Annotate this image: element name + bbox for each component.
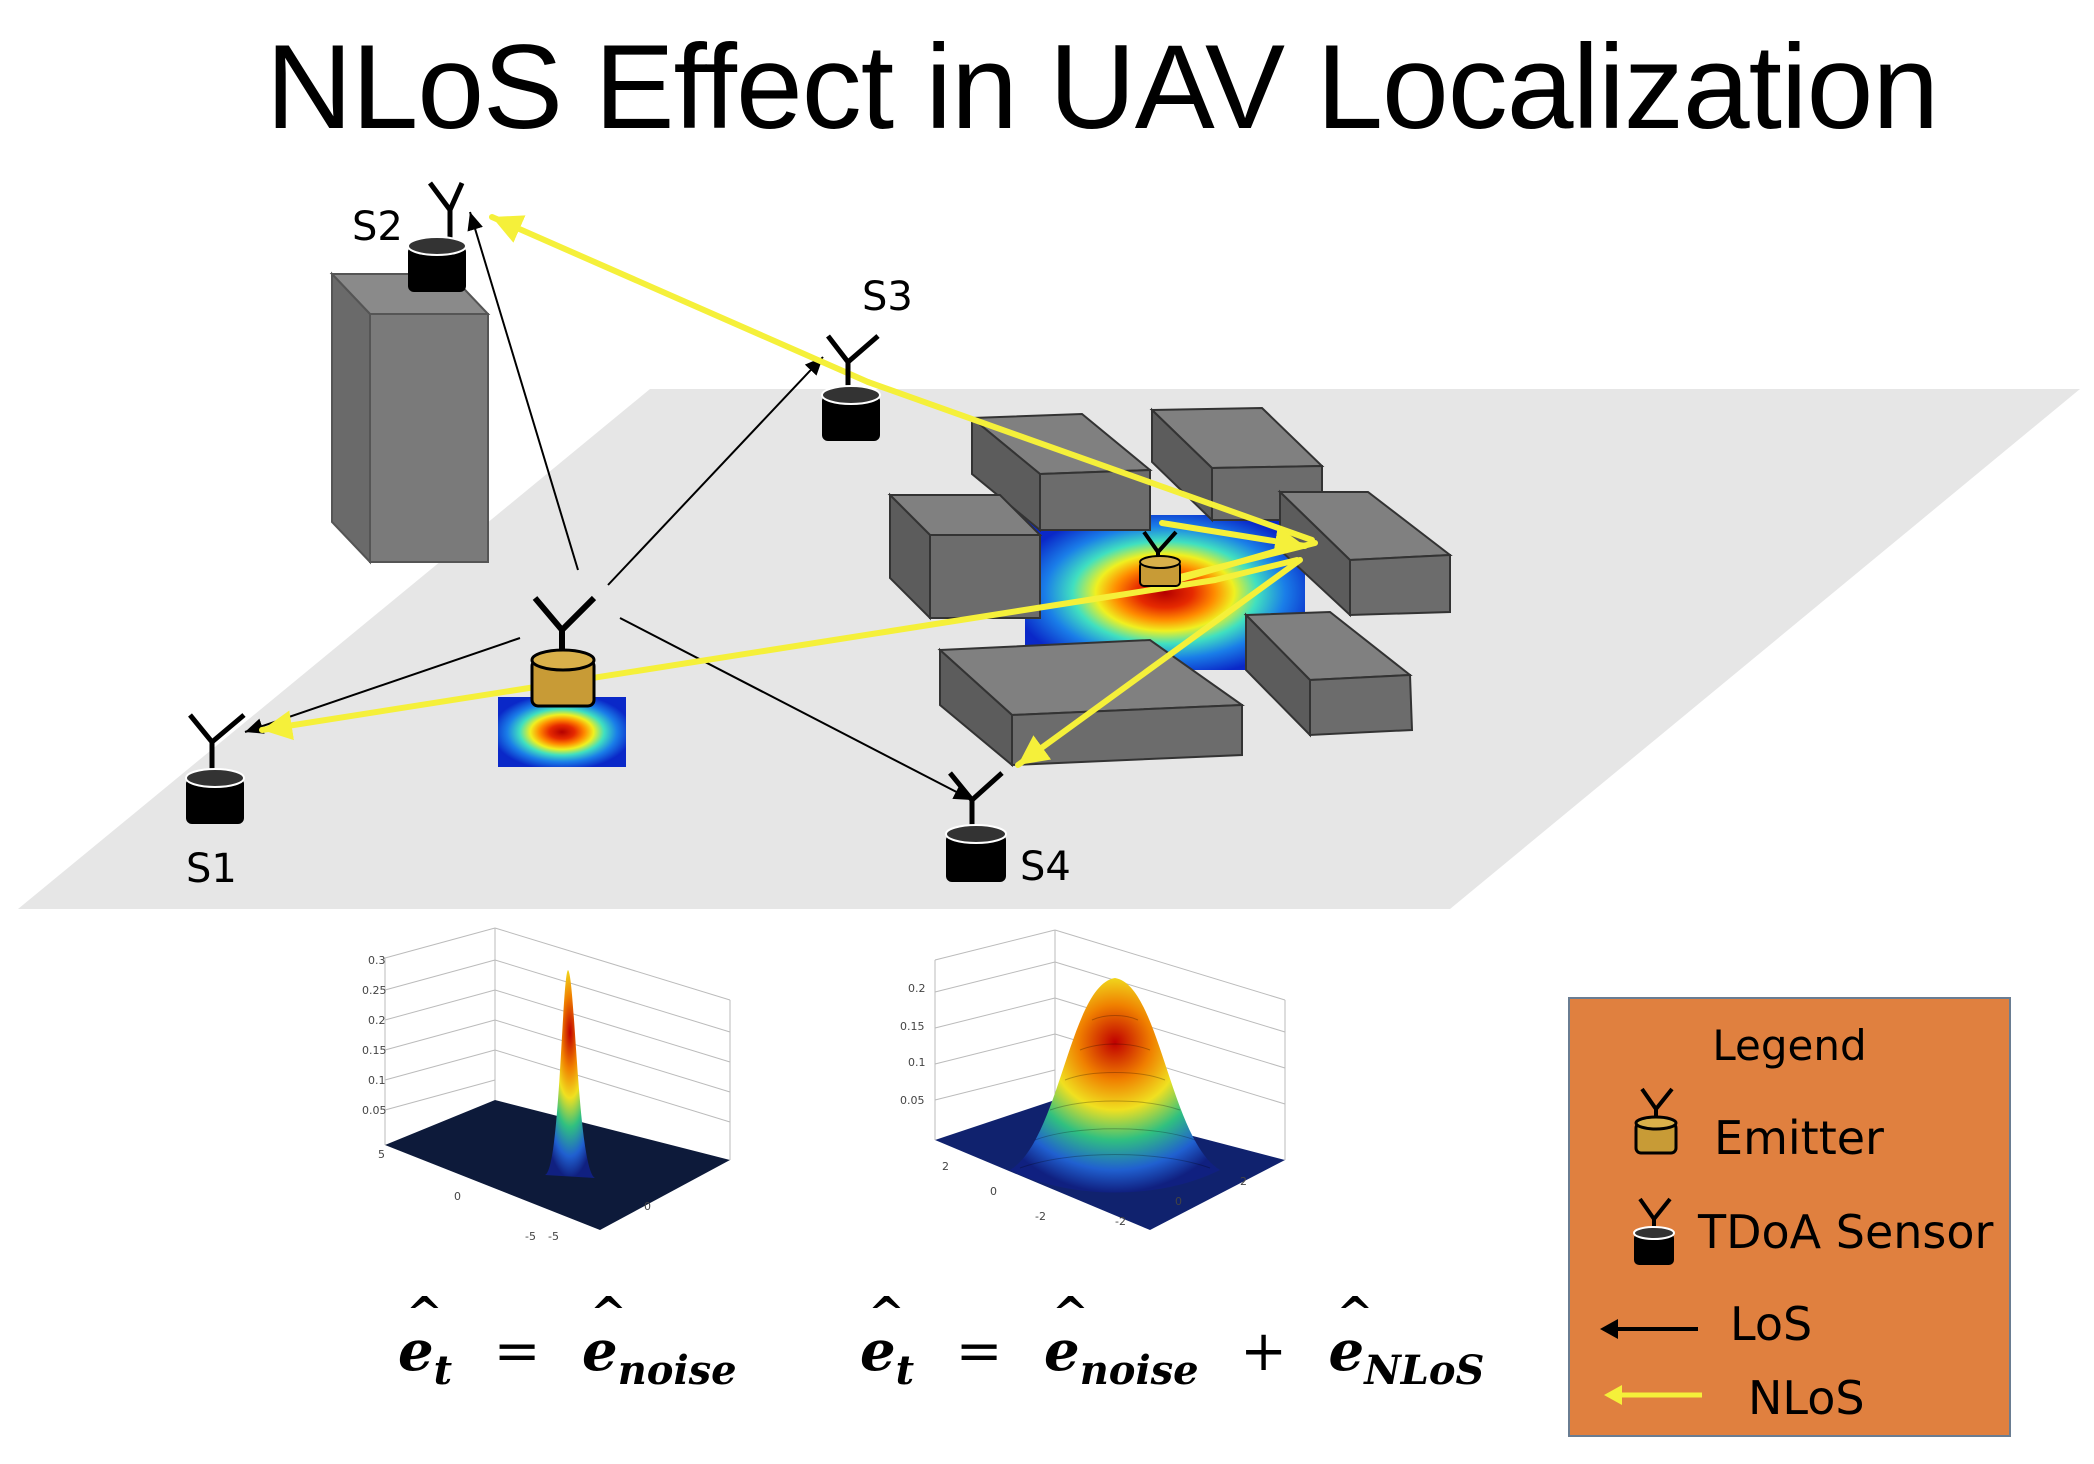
sensor-s2 <box>407 181 467 292</box>
tick-left-z-4: 0.15 <box>362 1044 387 1057</box>
eq-left-rhs: e <box>582 1288 626 1384</box>
tick-right-x-6: 2 <box>1240 1175 1247 1188</box>
heatmap-small <box>498 697 626 767</box>
sensor-s3 <box>821 334 881 441</box>
legend-nlos-label: NLoS <box>1748 1371 1865 1425</box>
tick-right-x-5: 0 <box>1175 1195 1182 1208</box>
sensor-s1 <box>185 713 246 824</box>
emitter-main <box>530 595 597 708</box>
sensor-label-s1: S1 <box>186 846 237 892</box>
nlos-arrows <box>259 214 1318 768</box>
tick-left-x-2: 0 <box>454 1190 461 1203</box>
legend-sensor-icon <box>1633 1197 1675 1265</box>
eq-right-op: = <box>955 1319 1003 1384</box>
sensor-label-s2: S2 <box>352 204 403 250</box>
equation-left: et = enoise <box>398 1288 737 1394</box>
plot-right: 0.2 0.15 0.1 0.05 2 0 -2 -2 0 2 <box>900 929 1286 1230</box>
tall-building <box>329 271 491 565</box>
tick-right-z-2: 0.15 <box>900 1020 925 1033</box>
legend-box: Legend Emitter TDoA Sensor LoS NLoS <box>1568 997 2011 1437</box>
sensor-label-s4: S4 <box>1020 844 1071 890</box>
eq-left-lhs-sub: t <box>433 1347 453 1394</box>
tick-right-x-3: -2 <box>1035 1210 1046 1223</box>
eq-right-lhs-sub: t <box>895 1347 915 1394</box>
tick-left-z-6: 0.05 <box>362 1104 387 1117</box>
tick-left-x-4: 0 <box>644 1200 651 1213</box>
tick-left-z-2: 0.25 <box>362 984 387 997</box>
legend-emitter-label: Emitter <box>1714 1111 1884 1165</box>
tick-right-z-3: 0.1 <box>908 1056 926 1069</box>
eq-right-plus: + <box>1240 1319 1288 1384</box>
sensor-label-s3: S3 <box>862 274 913 320</box>
tick-right-z-1: 0.2 <box>908 982 926 995</box>
eq-right-rhs2: e <box>1329 1288 1373 1384</box>
sensor-s4 <box>945 771 1007 882</box>
tick-left-z-1: 0.3 <box>368 954 386 967</box>
eq-right-rhs1: e <box>1044 1288 1088 1384</box>
legend-sensor-label: TDoA Sensor <box>1698 1205 1994 1259</box>
page-title: NLoS Effect in UAV Localization <box>265 20 1939 154</box>
equation-right: et = enoise + eNLoS <box>860 1288 1484 1394</box>
eq-right-rhs2-sub: NLoS <box>1364 1347 1485 1394</box>
tick-right-x-4: -2 <box>1115 1215 1126 1228</box>
legend-emitter-icon <box>1634 1087 1678 1155</box>
eq-left-rhs-sub: noise <box>617 1347 737 1394</box>
tick-left-x-1: 5 <box>378 1148 385 1161</box>
legend-nlos-arrow <box>1604 1385 1702 1405</box>
eq-right-rhs1-sub: noise <box>1079 1347 1199 1394</box>
eq-right-lhs: e <box>860 1288 904 1384</box>
tick-right-x-1: 2 <box>942 1160 949 1173</box>
tick-right-z-4: 0.05 <box>900 1094 925 1107</box>
tick-right-x-2: 0 <box>990 1185 997 1198</box>
tick-left-z-5: 0.1 <box>368 1074 386 1087</box>
legend-los-arrow <box>1600 1319 1698 1339</box>
eq-left-op: = <box>493 1319 541 1384</box>
plot-left: 0.3 0.25 0.2 0.15 0.1 0.05 5 0 -5 0 -5 <box>362 927 731 1243</box>
legend-symbols <box>1600 1087 1702 1405</box>
emitter-cluster <box>1139 530 1181 587</box>
eq-left-lhs: e <box>398 1288 442 1384</box>
tick-left-x-3: -5 <box>525 1230 536 1243</box>
building-cluster <box>887 406 1453 768</box>
legend-title: Legend <box>1712 1021 1867 1070</box>
legend-los-label: LoS <box>1730 1297 1813 1351</box>
tick-left-z-3: 0.2 <box>368 1014 386 1027</box>
tick-left-x-5: -5 <box>548 1230 559 1243</box>
